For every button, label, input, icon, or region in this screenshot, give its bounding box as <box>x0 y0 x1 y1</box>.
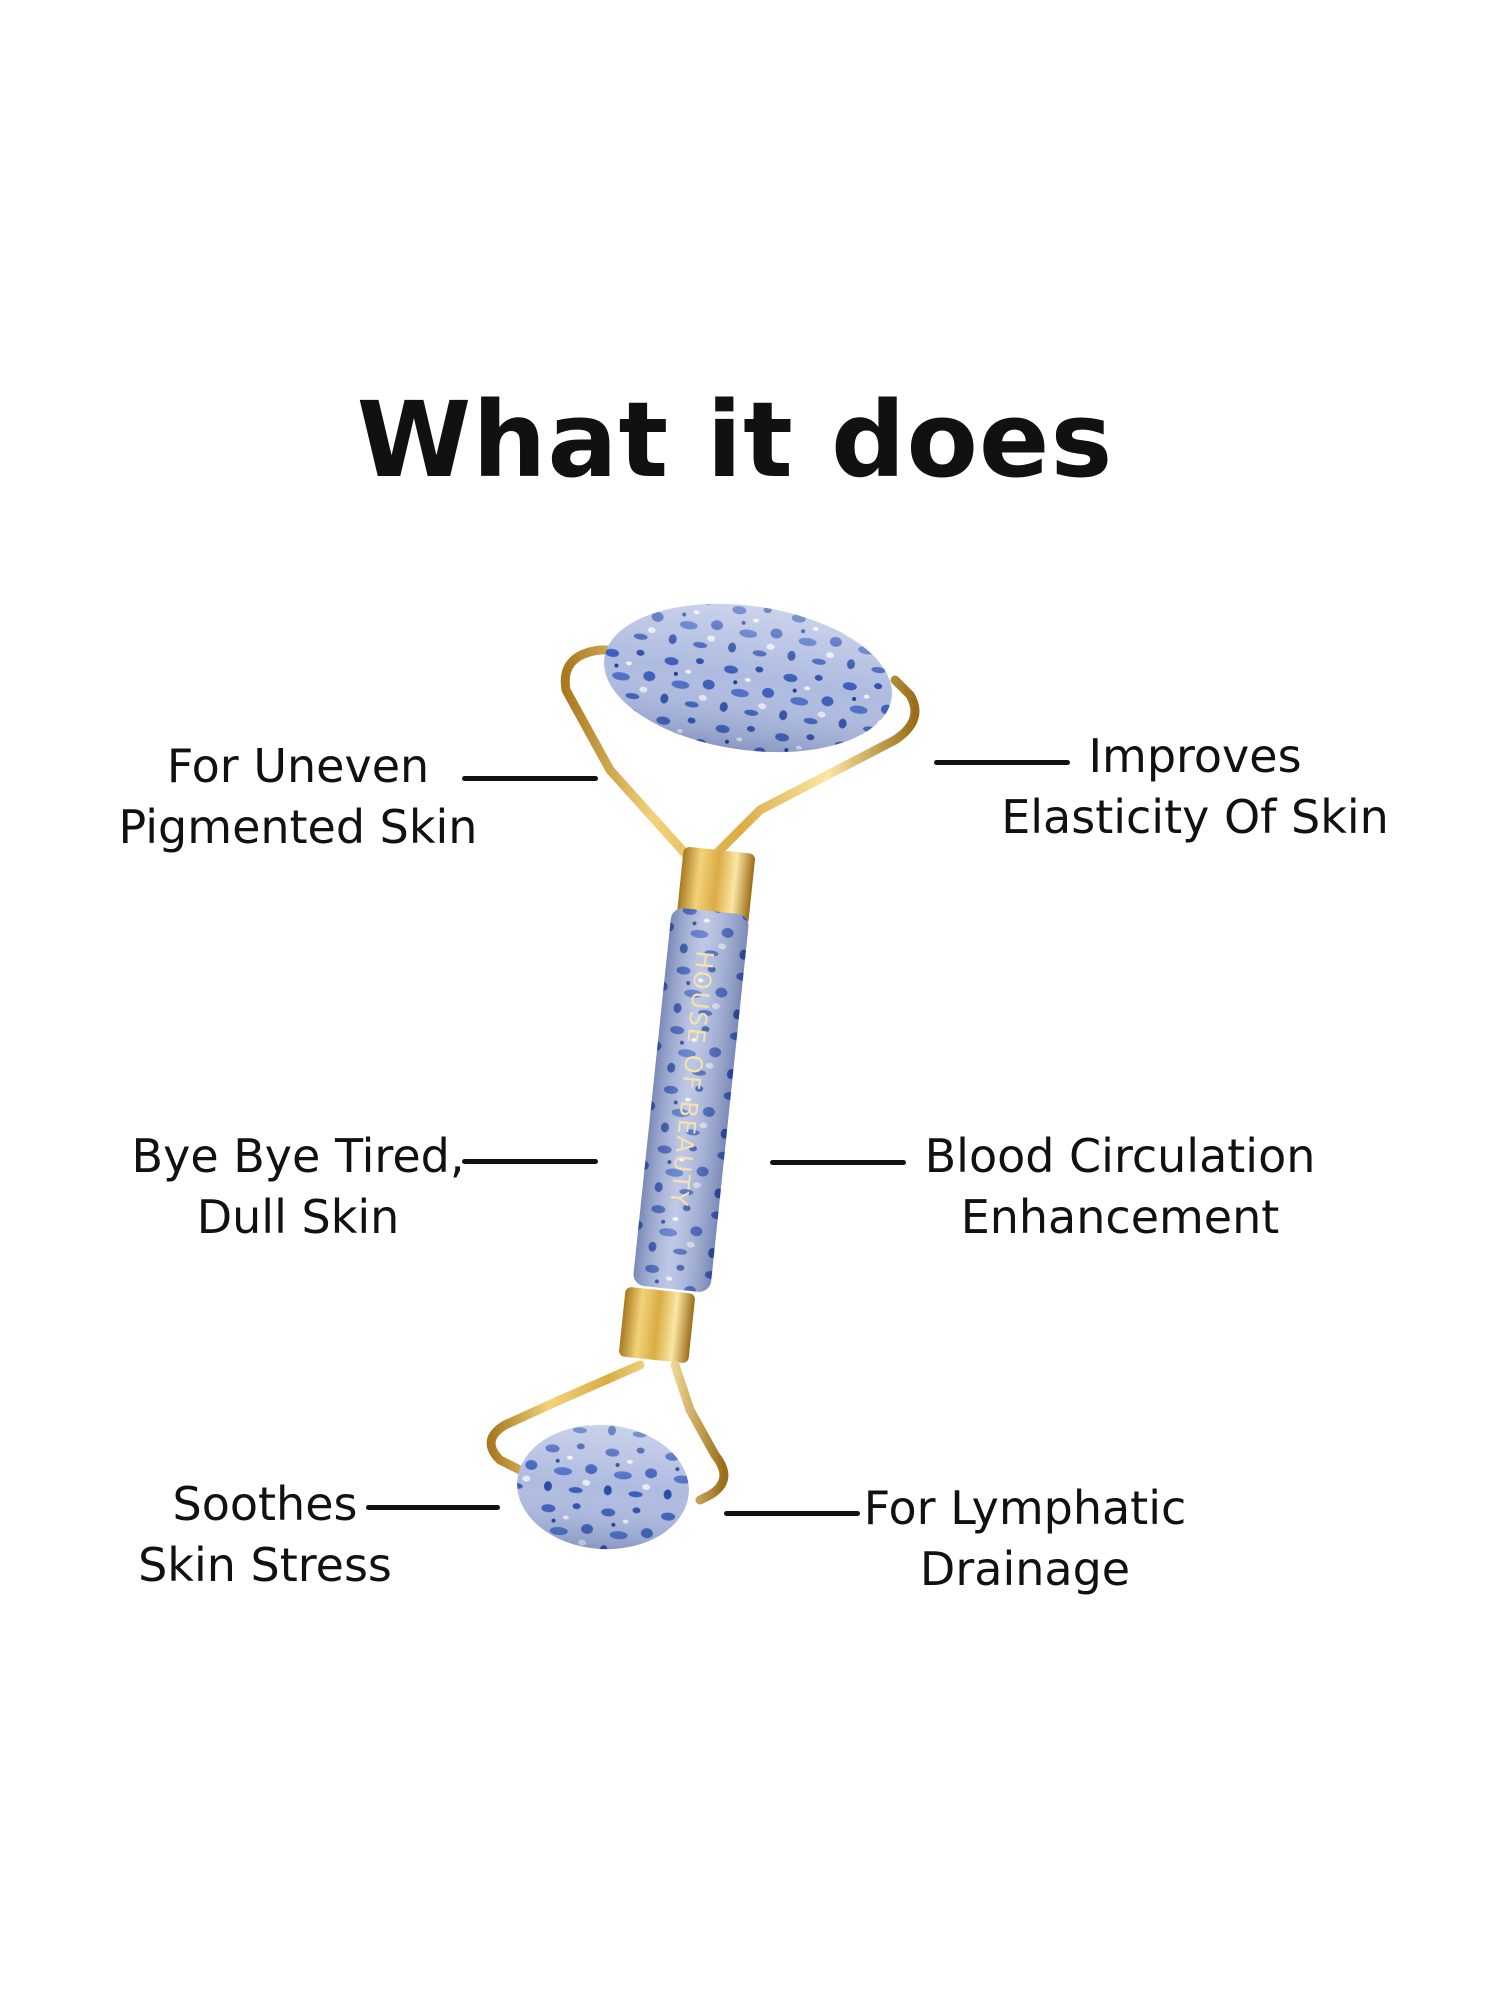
callout-top-right: Improves Elasticity Of Skin <box>1000 726 1390 847</box>
callout-line: Pigmented Skin <box>118 799 478 854</box>
callout-bottom-right: For Lymphatic Drainage <box>860 1478 1190 1599</box>
callout-line: Drainage <box>919 1541 1131 1596</box>
callout-line: Enhancement <box>960 1189 1280 1244</box>
callout-top-left: For Uneven Pigmented Skin <box>118 736 478 857</box>
leader-line-bottom-left <box>366 1505 500 1510</box>
callout-line: Blood Circulation <box>924 1129 1316 1183</box>
page-title: What it does <box>356 379 1114 501</box>
callout-bottom-left: Soothes Skin Stress <box>130 1474 400 1595</box>
callout-line: Elasticity Of Skin <box>1001 789 1389 844</box>
leader-line-middle-right <box>770 1160 906 1165</box>
callout-line: For Uneven <box>166 739 430 793</box>
callout-middle-right: Blood Circulation Enhancement <box>910 1126 1330 1247</box>
callout-line: Soothes <box>172 1477 358 1531</box>
leader-line-middle-left <box>462 1159 598 1164</box>
callout-middle-left: Bye Bye Tired, Dull Skin <box>128 1126 468 1247</box>
leader-line-top-left <box>462 776 598 781</box>
callout-line: Improves <box>1088 729 1302 783</box>
callout-line: For Lymphatic <box>863 1481 1187 1535</box>
leader-line-top-right <box>934 760 1070 765</box>
callout-line: Bye Bye Tired, <box>131 1129 465 1183</box>
callout-line: Skin Stress <box>138 1537 392 1592</box>
leader-line-bottom-right <box>724 1511 860 1516</box>
callout-line: Dull Skin <box>196 1189 400 1244</box>
